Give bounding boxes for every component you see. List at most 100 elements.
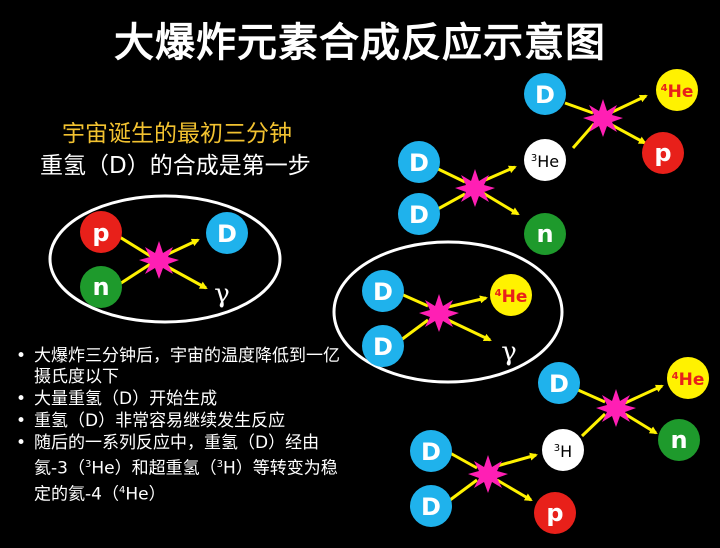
page-title: 大爆炸元素合成反应示意图 <box>114 20 606 66</box>
collision-flashes <box>139 99 636 493</box>
reaction-ellipse-p-n <box>48 194 282 324</box>
arrow <box>435 166 466 184</box>
bullet-text: He）和超重氢（ <box>91 458 217 479</box>
deuteron-particle: D <box>206 212 248 254</box>
particle-label: n <box>92 273 109 301</box>
arrow <box>580 412 607 438</box>
mass-number: 4 <box>118 484 126 496</box>
collision-flash-icon <box>455 169 495 207</box>
arrow <box>496 452 538 468</box>
particle-label: 4He <box>661 82 694 102</box>
collision-flash-icon <box>419 294 459 332</box>
deuteron-particle: D <box>410 485 452 527</box>
arrow <box>117 234 153 259</box>
arrow <box>624 412 658 435</box>
deuteron-particle: D <box>524 73 566 115</box>
proton-particle: p <box>80 211 122 253</box>
particle-label: D <box>409 201 429 229</box>
arrow <box>435 192 466 212</box>
helium4-particle: 4He <box>490 274 532 316</box>
mass-number: 3 <box>554 443 560 454</box>
subtitle-deuterium-first-step: 重氢（D）的合成是第一步 <box>40 153 311 179</box>
element-symbol: He <box>537 152 559 171</box>
particle-label: p <box>654 139 671 167</box>
bullet-list: 大爆炸三分钟后，宇宙的温度降低到一亿摄氏度以下 大量重氢（D）开始生成 重氢（D… <box>14 346 344 506</box>
collision-flash-icon <box>468 455 508 493</box>
deuteron-particle: D <box>362 270 404 312</box>
particle-label: 4He <box>495 287 528 307</box>
neutron-particle: n <box>658 419 700 461</box>
helium3-particle: 3He <box>524 139 566 181</box>
bullet-text: He） <box>125 484 166 505</box>
element-symbol: He <box>679 370 705 390</box>
bullet-text: 随后的一系列反应中，重氢（D）经由氦-3（ <box>34 433 320 479</box>
bullet-item: 重氢（D）非常容易继续发生反应 <box>14 411 344 432</box>
deuteron-particle: D <box>410 430 452 472</box>
particle-label: 4He <box>672 370 705 390</box>
bullet-text: H）等转变为稳定的氦-4（ <box>34 458 338 505</box>
bullet-item: 大量重氢（D）开始生成 <box>14 389 344 410</box>
proton-particle: p <box>534 492 576 534</box>
arrow <box>165 238 200 257</box>
collision-flash-icon <box>596 389 636 427</box>
particle-label: 3He <box>531 152 559 171</box>
deuteron-particle: D <box>398 193 440 235</box>
element-symbol: H <box>560 442 572 461</box>
particle-label: n <box>536 220 553 248</box>
particle-label: D <box>373 333 393 361</box>
proton-particle: p <box>642 132 684 174</box>
arrow <box>449 478 478 502</box>
particle-label: n <box>670 426 687 454</box>
subtitle-first-three-minutes: 宇宙诞生的最初三分钟 <box>62 121 292 147</box>
particle-label: D <box>535 81 555 109</box>
bullet-item: 大爆炸三分钟后，宇宙的温度降低到一亿摄氏度以下 <box>14 346 344 388</box>
collision-flash-icon <box>139 241 179 279</box>
arrow <box>447 295 488 309</box>
particle-label: D <box>373 278 393 306</box>
particle-label: D <box>421 438 441 466</box>
helium4-particle: 4He <box>667 357 709 399</box>
mass-number: 3 <box>84 459 92 470</box>
mass-number: 4 <box>672 371 679 382</box>
particle-label: D <box>217 220 237 248</box>
reaction-ellipse-d-d <box>332 240 564 384</box>
deuteron-particle: D <box>538 362 580 404</box>
element-symbol: He <box>668 82 694 102</box>
particle-label: D <box>409 149 429 177</box>
tritium-particle: 3H <box>542 429 584 471</box>
mass-number: 3 <box>531 153 537 164</box>
gamma-label: γ <box>214 279 230 309</box>
arrow <box>117 261 153 287</box>
mass-number: 4 <box>495 288 502 299</box>
particle-label: p <box>92 219 109 247</box>
arrow <box>482 191 520 216</box>
collision-flash-icon <box>583 99 623 137</box>
element-symbol: He <box>502 287 528 307</box>
particle-label: D <box>421 493 441 521</box>
mass-number: 3 <box>216 459 223 470</box>
deuteron-particle: D <box>362 325 404 367</box>
bullet-item-he4: 随后的一系列反应中，重氢（D）经由氦-3（3He）和超重氢（3H）等转变为稳定的… <box>14 433 344 505</box>
deuteron-particle: D <box>398 141 440 183</box>
arrow <box>165 264 208 290</box>
arrow <box>400 292 429 308</box>
particle-label: 3H <box>554 442 572 461</box>
gamma-label: γ <box>501 337 517 367</box>
helium4-particle: 4He <box>656 69 698 111</box>
neutron-particle: n <box>524 213 566 255</box>
reaction-arrows <box>117 94 664 502</box>
mass-number: 4 <box>661 83 668 94</box>
particle-label: p <box>546 499 563 527</box>
arrow <box>571 123 596 149</box>
particle-label: D <box>549 370 569 398</box>
arrow <box>482 165 517 183</box>
arrow <box>577 388 606 404</box>
arrow <box>609 122 647 145</box>
arrow <box>449 451 478 470</box>
arrow <box>400 318 429 342</box>
neutron-particle: n <box>80 266 122 308</box>
arrow <box>609 94 648 115</box>
arrow <box>564 101 594 115</box>
